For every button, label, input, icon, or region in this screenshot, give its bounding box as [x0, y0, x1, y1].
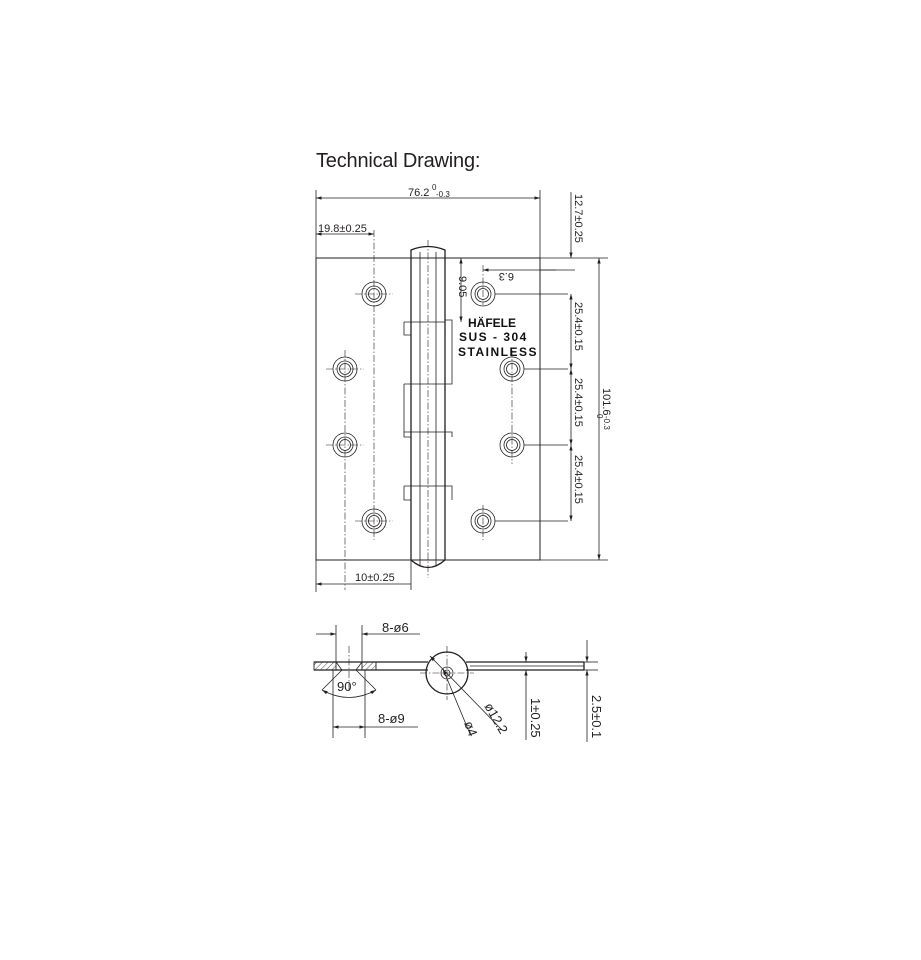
- left-leaf-holes: [326, 230, 393, 590]
- knuckle-dimension: 9.05: [456, 276, 468, 297]
- hole-dimension: 8-ø6: [382, 620, 409, 635]
- bottom-offset-dimension: 10±0.25: [355, 572, 395, 584]
- pitch-1-dimension: 25.4±0.15: [572, 302, 584, 351]
- width-upper-tolerance: 0: [432, 183, 437, 192]
- leaf-gap-dimension: 1±0.25: [528, 698, 543, 738]
- pitch-3-dimension: 25.4±0.15: [572, 455, 584, 504]
- finish-mark: STAINLESS: [458, 345, 538, 359]
- countersink-angle: 90°: [337, 679, 357, 694]
- width-lower-tolerance: -0.3: [436, 190, 450, 199]
- slot-dimension: 6.3: [499, 270, 514, 282]
- top-offset-dimension: 12.7±0.25: [572, 194, 584, 243]
- hole-offset-dimension: 19.8±0.25: [318, 223, 367, 235]
- pin-dimension: ø4: [461, 719, 480, 738]
- knuckle-outer-dimension: ø12.2: [481, 700, 511, 736]
- pitch-2-dimension: 25.4±0.15: [572, 378, 584, 427]
- width-dimension: 76.2: [408, 187, 429, 199]
- height-dimension: 101.6: [600, 388, 612, 416]
- thickness-dimension: 2.5±0.1: [589, 695, 604, 738]
- front-view: 76.2 0 -0.3 19.8±0.25 12.7±0.25 9.05 6.3…: [315, 183, 612, 592]
- page-title: Technical Drawing:: [316, 150, 481, 172]
- brand-mark: HÄFELE: [468, 315, 516, 330]
- height-lower-tolerance: -0.3: [602, 416, 611, 430]
- height-upper-tolerance: 0: [595, 414, 604, 419]
- countersink-dimension: 8-ø9: [378, 711, 405, 726]
- section-view: 8-ø6 90° 8-ø9 ø12.2 ø4 1±0.25 2.5±0.1: [313, 620, 604, 742]
- material-mark: SUS - 304: [459, 330, 528, 344]
- right-leaf-holes: [470, 265, 568, 540]
